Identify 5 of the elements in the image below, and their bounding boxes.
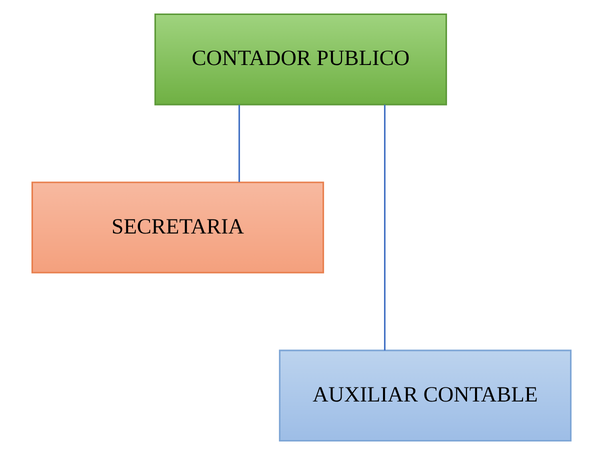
connector — [384, 104, 386, 350]
node-box: AUXILIAR CONTABLE — [278, 350, 572, 442]
connector — [238, 104, 240, 182]
node-box: SECRETARIA — [31, 182, 324, 274]
node-box: CONTADOR PUBLICO — [154, 13, 448, 106]
